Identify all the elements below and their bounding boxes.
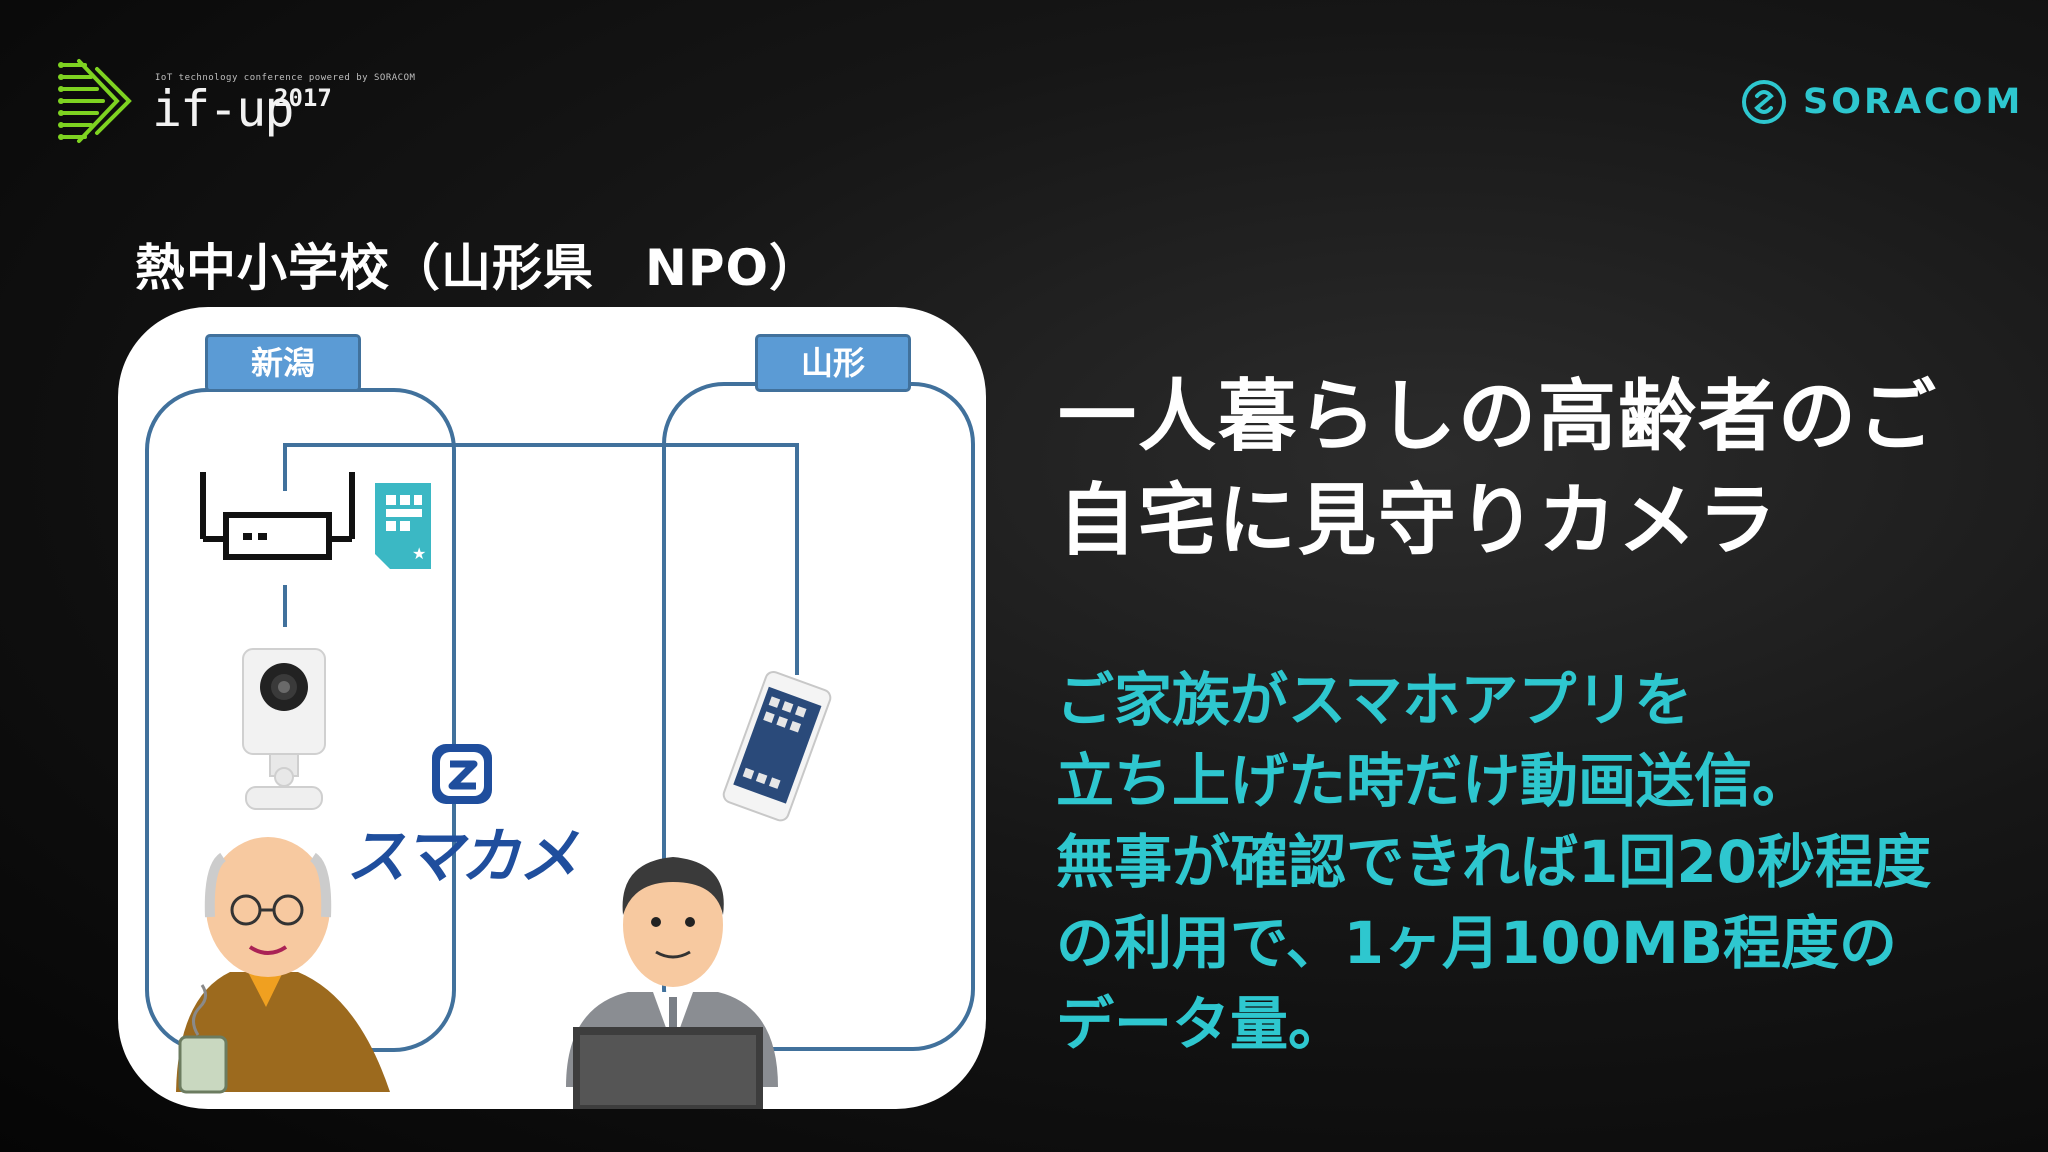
smartphone-icon: [722, 670, 832, 822]
description-line-2: 立ち上げた時だけ動画送信。: [1056, 747, 1811, 815]
network-camera-icon: [242, 648, 326, 810]
description-line-4: の利用で、1ヶ月100MB程度の: [1056, 909, 1898, 977]
niigata-label: 新潟: [205, 334, 361, 392]
soracom-wordmark: SORACOM: [1803, 82, 2024, 122]
elderly-man-icon: [176, 837, 390, 1094]
sim-card-icon: ★: [375, 483, 431, 569]
ifup-name: if-up: [152, 80, 295, 138]
headline-line-2: 自宅に見守りカメラ: [1058, 476, 1779, 566]
ifup-tagline: IoT technology conference powered by SOR…: [155, 73, 416, 83]
description-line-1: ご家族がスマホアプリを: [1056, 666, 1693, 734]
description: ご家族がスマホアプリを 立ち上げた時だけ動画送信。 無事が確認できれば1回20秒…: [1056, 660, 1931, 1065]
headline-line-1: 一人暮らしの高齢者のご: [1058, 372, 1939, 462]
yamagata-label: 山形: [755, 334, 911, 392]
headline: 一人暮らしの高齢者のご 自宅に見守りカメラ: [1058, 365, 1938, 573]
soracom-icon: [1742, 80, 1786, 124]
description-line-5: データ量。: [1056, 990, 1347, 1058]
ifup-logo-icon: [58, 59, 132, 143]
sumakame-wordmark: スマカメ: [346, 822, 578, 892]
svg-text:★: ★: [412, 544, 426, 563]
description-line-3: 無事が確認できれば1回20秒程度: [1056, 828, 1932, 896]
connection-line: [283, 443, 799, 675]
router-icon: [200, 472, 355, 560]
ifup-year: 2017: [274, 84, 332, 112]
diagram-illustration: ★: [176, 443, 832, 1109]
businessman-laptop-icon: [566, 857, 778, 1109]
sumakame-logo-icon: [432, 744, 492, 804]
slide-title: 熱中小学校（山形県 NPO）: [135, 239, 820, 297]
